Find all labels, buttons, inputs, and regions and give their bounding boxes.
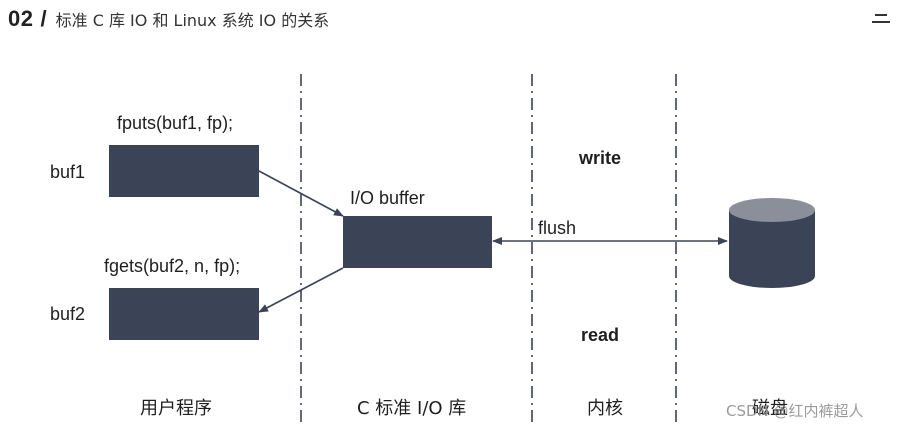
section-title: 标准 C 库 IO 和 Linux 系统 IO 的关系 — [55, 11, 330, 30]
column-c-io-lib: C 标准 I/O 库 — [357, 398, 467, 419]
fgets-arrow — [258, 267, 344, 313]
section-number: 02 — [8, 6, 34, 31]
section-header: 02 / 标准 C 库 IO 和 Linux 系统 IO 的关系 — [8, 6, 329, 36]
fgets-label: fgets(buf2, n, fp); — [104, 256, 241, 276]
read-label: read — [581, 325, 620, 345]
watermark: CSDN @红内裤超人 — [726, 402, 864, 420]
section-slash: / — [40, 6, 47, 31]
column-user-program: 用户程序 — [140, 398, 212, 419]
buf2-box — [109, 288, 259, 340]
buf1-box — [109, 145, 259, 197]
menu-icon[interactable] — [872, 12, 890, 26]
buf2-label: buf2 — [50, 304, 86, 324]
io-buffer-label: I/O buffer — [350, 188, 425, 208]
io-buffer-box — [343, 216, 492, 268]
buf1-label: buf1 — [50, 162, 86, 182]
fputs-label: fputs(buf1, fp); — [117, 113, 234, 133]
disk-icon — [729, 198, 815, 288]
fputs-arrow — [258, 170, 344, 217]
write-label: write — [579, 148, 622, 168]
flush-label: flush — [538, 218, 577, 238]
column-kernel: 内核 — [587, 398, 623, 419]
column-disk: 磁盘 — [752, 398, 788, 419]
